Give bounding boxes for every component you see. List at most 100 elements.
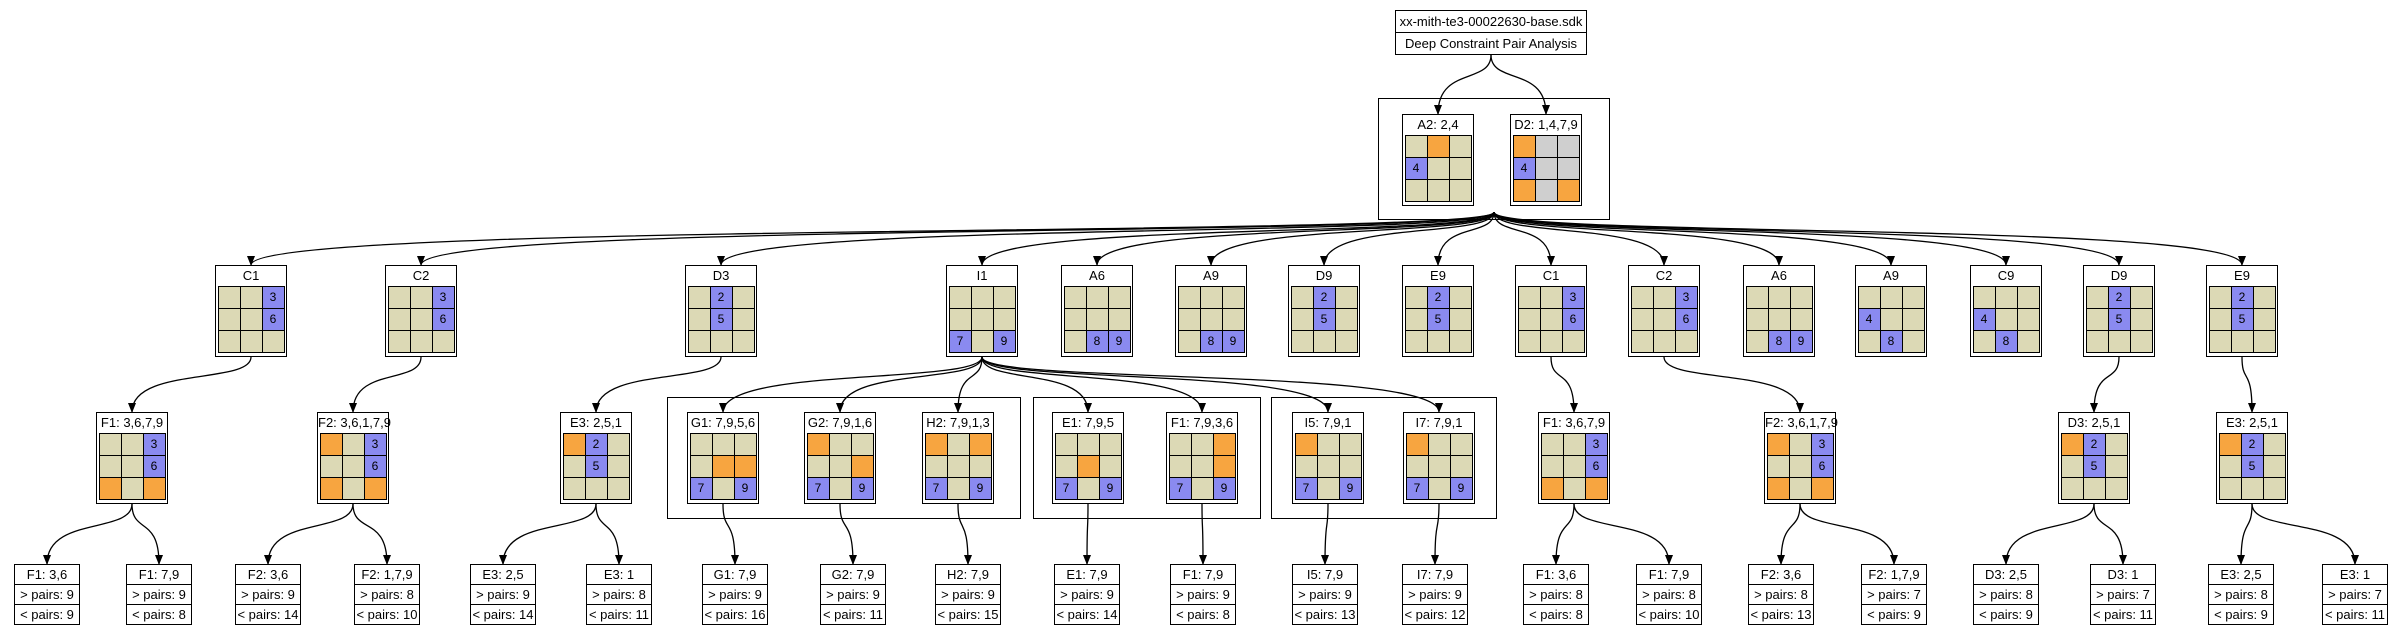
grid-cell: 3 xyxy=(1675,287,1698,309)
grid-cell xyxy=(1767,434,1790,456)
edge-root-e9b xyxy=(1493,211,2246,266)
grid-cell xyxy=(240,287,263,309)
grid-cell xyxy=(2105,478,2128,500)
edges xyxy=(43,54,2359,565)
leaf-lt: < pairs: 15 xyxy=(936,604,1000,624)
edge-root-d9a xyxy=(1320,211,1495,266)
grid-cell: 5 xyxy=(1313,309,1336,331)
grid-cell xyxy=(1335,287,1358,309)
cluster-root xyxy=(1378,98,1610,220)
grid-cell: 4 xyxy=(1513,158,1536,180)
grid-cell xyxy=(1880,309,1903,331)
edge-g1-l7 xyxy=(722,503,739,565)
grid-cell xyxy=(1178,287,1201,309)
grid-cell xyxy=(1631,287,1654,309)
leaf-label: F2: 3,6 xyxy=(247,567,289,582)
grid-cell: 4 xyxy=(1858,309,1881,331)
grid-cell xyxy=(2086,309,2109,331)
grid-cell xyxy=(1064,309,1087,331)
node-label: G1: 7,9,5,6 xyxy=(690,415,756,430)
leaf-lt: < pairs: 8 xyxy=(127,604,191,624)
grid-cell: 6 xyxy=(143,456,166,478)
grid-cell: 9 xyxy=(1339,478,1362,500)
grid-cell xyxy=(949,309,972,331)
grid-cell xyxy=(1790,287,1813,309)
node-label: E3: 2,5,1 xyxy=(569,415,623,430)
leaf-lt: < pairs: 13 xyxy=(1293,604,1357,624)
edge-title-d2 xyxy=(1490,54,1550,115)
grid-cell xyxy=(1108,309,1131,331)
grid-cell xyxy=(993,287,1016,309)
leaf-l7: G1: 7,9> pairs: 9< pairs: 16 xyxy=(702,564,768,625)
grid-cell xyxy=(388,309,411,331)
grid-cell: 3 xyxy=(1562,287,1585,309)
grid-cell xyxy=(410,287,433,309)
grid-cell: 5 xyxy=(2083,456,2106,478)
grid-cell xyxy=(971,331,994,353)
leaf-lt: < pairs: 12 xyxy=(1403,604,1467,624)
grid-cell xyxy=(1562,331,1585,353)
grid-cell: 6 xyxy=(262,309,285,331)
edge-root-d9b xyxy=(1493,211,2123,266)
grid-cell xyxy=(971,287,994,309)
grid-cell: 7 xyxy=(925,478,948,500)
grid-cell xyxy=(410,331,433,353)
leaf-gt: > pairs: 8 xyxy=(355,584,419,604)
grid-cell xyxy=(1518,287,1541,309)
grid-cell xyxy=(1902,309,1925,331)
grid-cell xyxy=(710,331,733,353)
grid-cell: 8 xyxy=(1200,331,1223,353)
grid-cell xyxy=(688,309,711,331)
grid-cell xyxy=(969,434,992,456)
leaf-gt: > pairs: 9 xyxy=(821,584,885,604)
grid-cell xyxy=(1055,434,1078,456)
grid-cell xyxy=(121,456,144,478)
edge-c2b-f2b xyxy=(1663,356,1804,413)
grid-cell: 8 xyxy=(1995,331,2018,353)
node-label: C9 xyxy=(1997,268,2015,283)
grid-cell xyxy=(2130,331,2153,353)
grid-cell xyxy=(1428,434,1451,456)
grid-cell xyxy=(1858,287,1881,309)
grid-cell xyxy=(2105,434,2128,456)
edge-i7-l13 xyxy=(1431,503,1440,565)
leaf-gt: > pairs: 9 xyxy=(1403,584,1467,604)
grid-cell xyxy=(1973,331,1996,353)
grid-cell xyxy=(607,478,630,500)
grid-cell xyxy=(712,434,735,456)
grid-cell xyxy=(1535,158,1558,180)
grid-cell xyxy=(1746,287,1769,309)
grid-cell xyxy=(688,331,711,353)
grid-cell: 7 xyxy=(1169,478,1192,500)
edge-e3b-l21 xyxy=(2251,503,2359,565)
grid-cell xyxy=(969,456,992,478)
grid-cell xyxy=(1880,287,1903,309)
grid-cell xyxy=(1405,331,1428,353)
grid-cell xyxy=(585,478,608,500)
grid-cell xyxy=(1631,331,1654,353)
grid-cell xyxy=(925,456,948,478)
leaf-label: F1: 7,9 xyxy=(1648,567,1690,582)
node-label: E9 xyxy=(1430,268,1446,283)
edge-d3b-l18 xyxy=(2002,503,2095,565)
leaf-label: F2: 3,6 xyxy=(1760,567,1802,582)
grid-cell xyxy=(993,309,1016,331)
grid-cell xyxy=(947,456,970,478)
grid-cell xyxy=(2263,434,2286,456)
leaf-lt: < pairs: 9 xyxy=(2209,604,2273,624)
grid-cell xyxy=(1995,287,2018,309)
grid-cell xyxy=(1540,331,1563,353)
leaf-l15: F1: 7,9> pairs: 8< pairs: 10 xyxy=(1636,564,1702,625)
grid-cell xyxy=(1313,331,1336,353)
leaf-lt: < pairs: 16 xyxy=(703,604,767,624)
grid-cell xyxy=(2241,478,2264,500)
grid-cell xyxy=(1449,309,1472,331)
